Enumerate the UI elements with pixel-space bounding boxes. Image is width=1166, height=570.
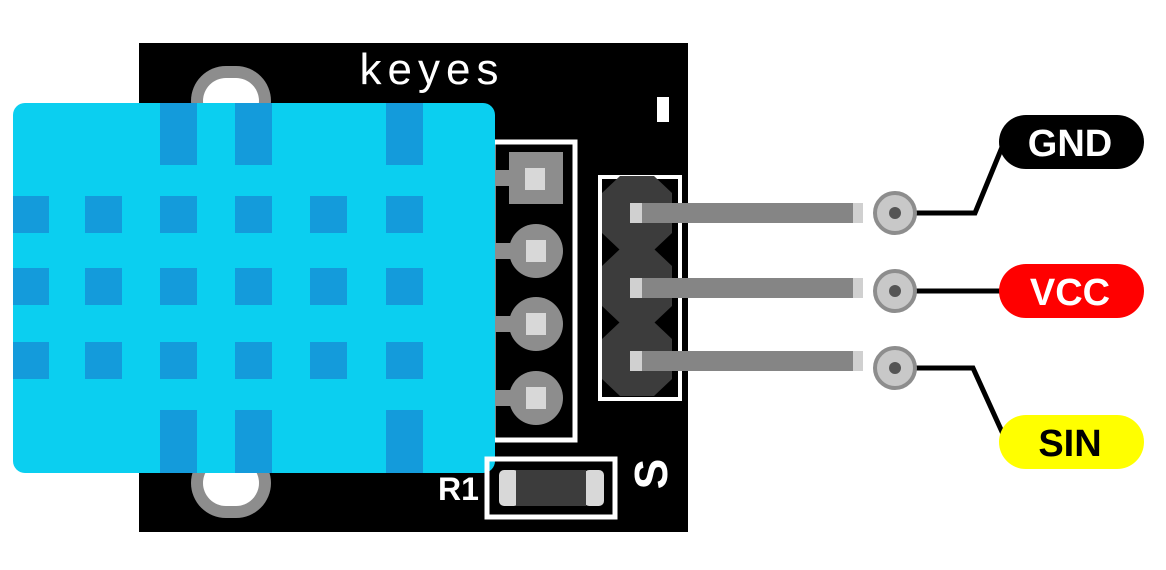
pin-lead-gnd-tip (630, 203, 642, 223)
pin-badge-sin-label: SIN (1038, 423, 1101, 465)
resistor-pad-left (499, 470, 519, 506)
pin-badge-vcc-bg (999, 264, 1144, 318)
resistor-pad-right (584, 470, 604, 506)
wire-gnd (915, 139, 1008, 216)
minus-marker (657, 97, 669, 122)
wire-sin (915, 365, 1011, 447)
sensor-pad-center (526, 240, 546, 262)
pin-lead-sin (630, 351, 863, 371)
sensor-grill (13, 103, 423, 473)
terminal-vcc-dot (889, 285, 901, 297)
resistor-outline (484, 456, 618, 520)
pin-badge-vcc-label: VCC (1030, 272, 1110, 314)
terminals (873, 191, 917, 390)
pin-badge-sin: SIN (999, 415, 1144, 469)
terminal-gnd-dot (889, 207, 901, 219)
resistor-body (516, 470, 586, 506)
pin-leads (630, 203, 863, 371)
sensor-pad-lead (493, 243, 533, 259)
pin-badge-sin-bg (999, 415, 1144, 469)
pin-badge-gnd-bg (999, 115, 1144, 169)
sensor-pad-center (525, 168, 545, 190)
sensor-pads (493, 152, 563, 425)
pin-lead-sin-tip (630, 351, 642, 371)
pin-badge-vcc: VCC (999, 264, 1144, 318)
sensor-pad-center (526, 313, 546, 335)
pin-lead-gnd (630, 203, 863, 223)
pin-lead-vcc-tip (630, 278, 642, 298)
resistor-r1: R1 (438, 456, 618, 520)
sensor-pad-center (526, 387, 546, 409)
connection-wires (915, 139, 1011, 447)
pin-badge-gnd: GND (999, 115, 1144, 169)
pin-lead-gnd-end (853, 203, 863, 223)
brand-label: keyes (360, 45, 505, 94)
terminal-sin-dot (889, 362, 901, 374)
resistor-label: R1 (438, 471, 479, 507)
signal-marker: S (625, 459, 677, 490)
pin-badge-gnd-label: GND (1028, 123, 1112, 165)
pin-lead-vcc (630, 278, 863, 298)
sensor-pad-lead (493, 390, 533, 406)
dht-sensor (13, 103, 495, 473)
pin-lead-vcc-end (853, 278, 863, 298)
sensor-pad-lead (493, 170, 525, 186)
sensor-pad-lead (493, 316, 533, 332)
pin-lead-sin-end (853, 351, 863, 371)
